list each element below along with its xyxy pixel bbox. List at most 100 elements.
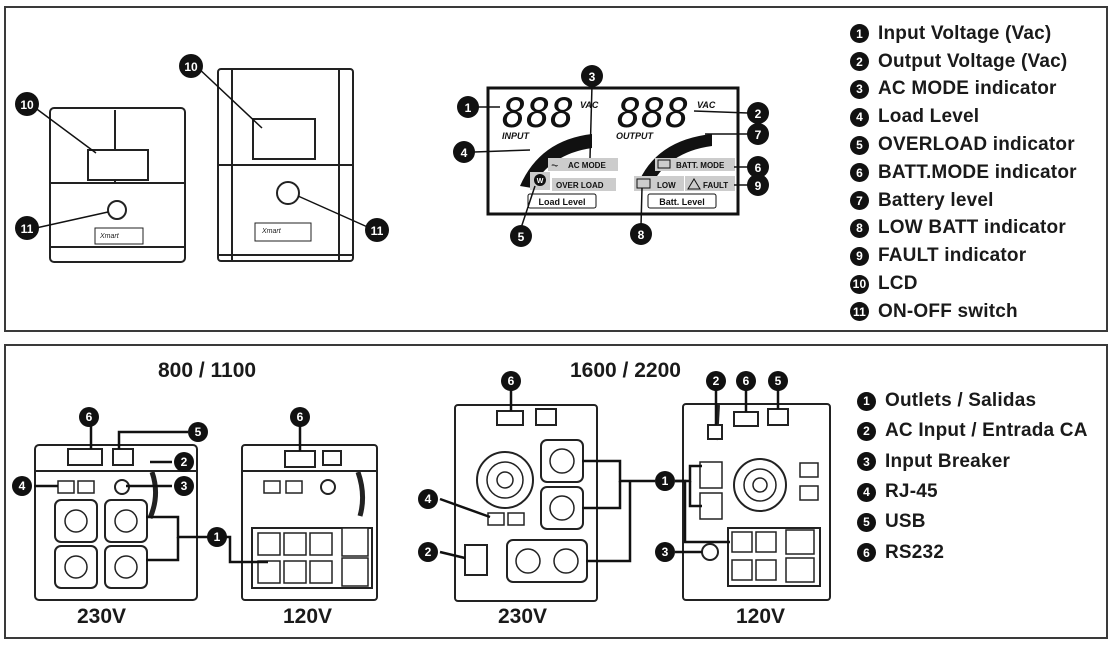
- svg-text:11: 11: [21, 222, 34, 236]
- ups-rear-large-120v: [682, 403, 831, 601]
- svg-text:10: 10: [20, 98, 34, 112]
- svg-text:1: 1: [465, 101, 472, 115]
- overload-indicator: [552, 178, 616, 191]
- legend-label: LOW BATT indicator: [878, 217, 1066, 239]
- legend-label: ON-OFF switch: [878, 300, 1018, 322]
- svg-text:6: 6: [86, 410, 93, 424]
- legend-number-badge: 11: [850, 302, 869, 322]
- legend-label: Input Breaker: [885, 450, 1011, 472]
- legend-label: Load Level: [878, 106, 980, 128]
- bottom_legend-item-3: 3 Input Breaker: [857, 447, 1088, 477]
- batt-mode-indicator: [655, 158, 735, 171]
- legend-number-badge: 6: [857, 543, 876, 563]
- warning-icon: [687, 178, 701, 190]
- ups-rear-small-230v: [34, 444, 198, 601]
- lcd-input-label: INPUT: [502, 131, 531, 141]
- svg-text:6: 6: [297, 410, 304, 424]
- legend-label: RS232: [885, 541, 945, 563]
- legend-number-badge: 3: [850, 79, 869, 99]
- callout-11-small: 11: [15, 211, 109, 240]
- svg-text:5: 5: [518, 230, 525, 244]
- svg-text:W: W: [537, 178, 544, 185]
- legend-number-badge: 9: [850, 246, 869, 266]
- bottom_legend-item-4: 4 RJ-45: [857, 477, 1088, 507]
- svg-text:7: 7: [755, 128, 762, 142]
- legend-label: AC Input / Entrada CA: [885, 420, 1088, 442]
- voltage-120-large: 120V: [736, 605, 786, 628]
- legend-number-badge: 6: [850, 163, 869, 183]
- voltage-120-small: 120V: [283, 605, 333, 628]
- fault-label: FAULT: [703, 181, 728, 190]
- ac-mode-indicator: [548, 158, 618, 171]
- legend-number-badge: 2: [857, 421, 876, 441]
- ups-front-large: [217, 68, 354, 262]
- brand-logo-large: Xmart: [261, 228, 282, 235]
- svg-text:2: 2: [181, 455, 188, 469]
- legend-number-badge: 8: [850, 218, 869, 238]
- top_legend-item-5: 5 OVERLOAD indicator: [850, 131, 1077, 159]
- battery-level-bar: [637, 134, 712, 188]
- legend-number-badge: 4: [857, 482, 876, 502]
- lcd-vac-output: VAC: [697, 100, 716, 110]
- voltage-230-small: 230V: [77, 605, 127, 628]
- overload-label: OVER LOAD: [556, 181, 604, 190]
- svg-text:1: 1: [662, 474, 669, 488]
- batt-level-label: Batt. Level: [659, 197, 705, 207]
- legend-label: RJ-45: [885, 481, 938, 503]
- legend-number-badge: 1: [850, 24, 869, 44]
- battery-icon: [657, 159, 671, 169]
- model-small-title: 800 / 1100: [158, 359, 257, 382]
- svg-text:4: 4: [425, 492, 432, 506]
- ups-rear-small-120v: [241, 444, 378, 601]
- svg-text:6: 6: [743, 374, 750, 388]
- legend-label: USB: [885, 511, 926, 533]
- legend-number-badge: 5: [850, 135, 869, 155]
- legend-label: Outlets / Salidas: [885, 390, 1037, 412]
- lcd-output-label: OUTPUT: [616, 131, 655, 141]
- legend-label: Battery level: [878, 189, 994, 211]
- model-large-title: 1600 / 2200: [570, 359, 681, 382]
- ac-mode-icon: ⏦: [551, 160, 558, 170]
- rear-callouts: [34, 390, 780, 564]
- batt-level-box: [647, 193, 717, 209]
- low-label: LOW: [657, 181, 676, 190]
- svg-text:4: 4: [461, 146, 468, 160]
- callout-10-small: 10: [15, 92, 97, 154]
- svg-text:10: 10: [184, 60, 198, 74]
- svg-text:3: 3: [181, 479, 188, 493]
- svg-text:6: 6: [508, 374, 515, 388]
- callout-11-large: 11: [297, 195, 389, 242]
- legend-number-badge: 10: [850, 274, 869, 294]
- legend-label: OVERLOAD indicator: [878, 134, 1075, 156]
- rear-callout-badges: 1 6 5 2 3 4 6 6 4 2 1 3 2 6 5: [12, 371, 788, 562]
- svg-text:11: 11: [371, 224, 384, 238]
- lcd-panel: 888 VAC INPUT 888 VAC OUTPUT ⏦ AC MODE W…: [486, 86, 740, 216]
- load-level-box: [527, 193, 597, 209]
- svg-text:1: 1: [214, 530, 221, 544]
- top_legend-item-11: 11 ON-OFF switch: [850, 298, 1077, 326]
- voltage-230-large: 230V: [498, 605, 548, 628]
- top_legend-item-8: 8 LOW BATT indicator: [850, 215, 1077, 243]
- overload-w-icon: [534, 174, 546, 186]
- low-battery-icon: [636, 178, 651, 189]
- svg-text:5: 5: [195, 425, 202, 439]
- svg-text:2: 2: [425, 545, 432, 559]
- ac-mode-label: AC MODE: [568, 161, 606, 170]
- legend-number-badge: 3: [857, 452, 876, 472]
- svg-text:3: 3: [662, 545, 669, 559]
- bottom_legend-item-6: 6 RS232: [857, 537, 1088, 567]
- bottom_legend-item-2: 2 AC Input / Entrada CA: [857, 416, 1088, 446]
- lcd-output-digits: 888: [617, 91, 689, 137]
- svg-text:4: 4: [19, 479, 26, 493]
- fault-indicator: [685, 176, 735, 191]
